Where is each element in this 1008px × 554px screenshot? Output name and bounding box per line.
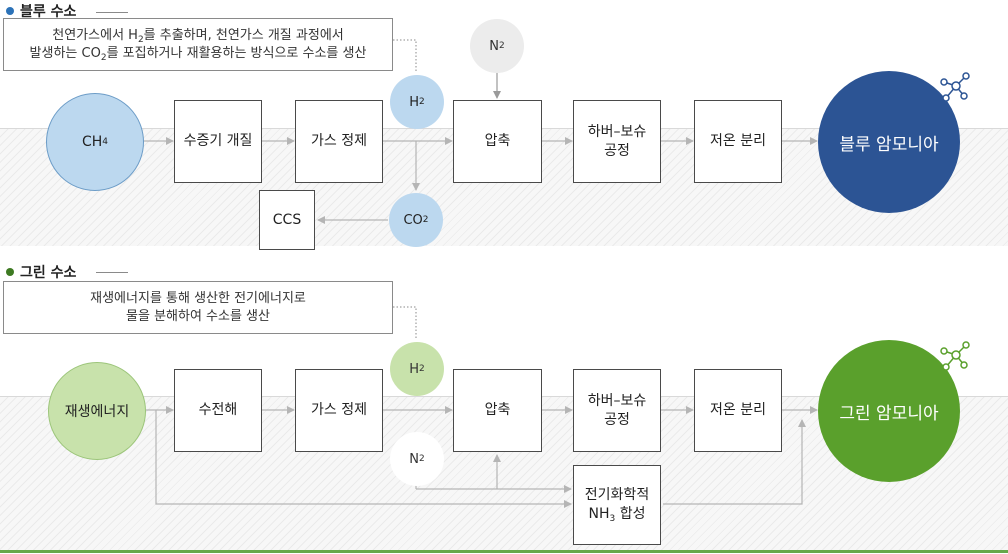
green-description-box: 재생에너지를 통해 생산한 전기에너지로 물을 분해하여 수소를 생산	[3, 281, 393, 334]
blue-ammonia-circle: 블루 암모니아	[818, 71, 960, 213]
green-title-text: 그린 수소	[20, 265, 77, 281]
ccs-box: CCS	[259, 190, 315, 250]
cryogenic-separation-box-blue: 저온 분리	[694, 100, 782, 183]
steam-reforming-box: 수증기 개질	[174, 100, 262, 183]
blue-title-text: 블루 수소	[20, 4, 77, 20]
gas-purification-box-blue: 가스 정제	[295, 100, 383, 183]
cryogenic-separation-box-green: 저온 분리	[694, 369, 782, 452]
molecule-icon-green	[940, 341, 970, 371]
blue-title-rule	[96, 12, 128, 13]
molecule-icon-blue	[940, 72, 970, 102]
blue-desc-leader	[393, 39, 417, 73]
blue-section-title: 블루 수소	[6, 3, 77, 20]
green-ammonia-circle: 그린 암모니아	[818, 340, 960, 482]
green-desc-leader	[393, 306, 417, 340]
green-desc-line2: 물을 분해하여 수소를 생산	[126, 308, 270, 324]
green-section-title: 그린 수소	[6, 264, 77, 281]
blue-desc-line1: 천연가스에서 H2를 추출하며, 천연가스 개질 과정에서	[52, 27, 344, 45]
green-dot-icon	[6, 268, 14, 276]
arrow-renewable-echem	[155, 410, 572, 508]
arrow-echem-product	[663, 419, 806, 505]
green-title-rule	[96, 272, 128, 273]
blue-desc-line2: 발생하는 CO2를 포집하거나 재활용하는 방식으로 수소를 생산	[29, 45, 367, 63]
green-desc-line1: 재생에너지를 통해 생산한 전기에너지로	[90, 290, 306, 306]
gas-purification-box-green: 가스 정제	[295, 369, 383, 452]
blue-dot-icon	[6, 7, 14, 15]
electrolysis-box: 수전해	[174, 369, 262, 452]
blue-description-box: 천연가스에서 H2를 추출하며, 천연가스 개질 과정에서 발생하는 CO2를 …	[3, 18, 393, 71]
compression-box-blue: 압축	[453, 100, 542, 183]
green-band-bottom-line	[0, 550, 1008, 553]
renewable-energy-circle: 재생에너지	[48, 362, 146, 460]
compression-box-green: 압축	[453, 369, 542, 452]
